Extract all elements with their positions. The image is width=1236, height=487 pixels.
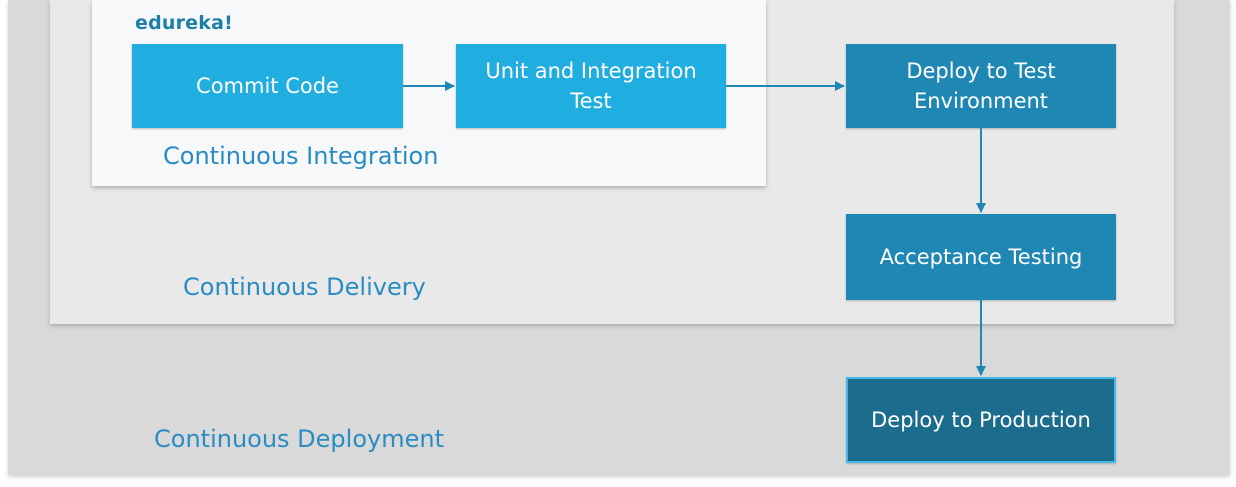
continuous-integration-label: Continuous Integration [163, 142, 439, 170]
unit-integration-test-step: Unit and Integration Test [456, 44, 726, 128]
deploy-to-production-step: Deploy to Production [846, 377, 1116, 463]
continuous-delivery-label: Continuous Delivery [183, 273, 426, 301]
deploy-to-test-environment-step: Deploy to Test Environment [846, 44, 1116, 128]
edureka-logo: edureka! [135, 12, 233, 34]
acceptance-testing-step: Acceptance Testing [846, 214, 1116, 300]
commit-code-step: Commit Code [132, 44, 403, 128]
continuous-deployment-label: Continuous Deployment [154, 425, 444, 453]
